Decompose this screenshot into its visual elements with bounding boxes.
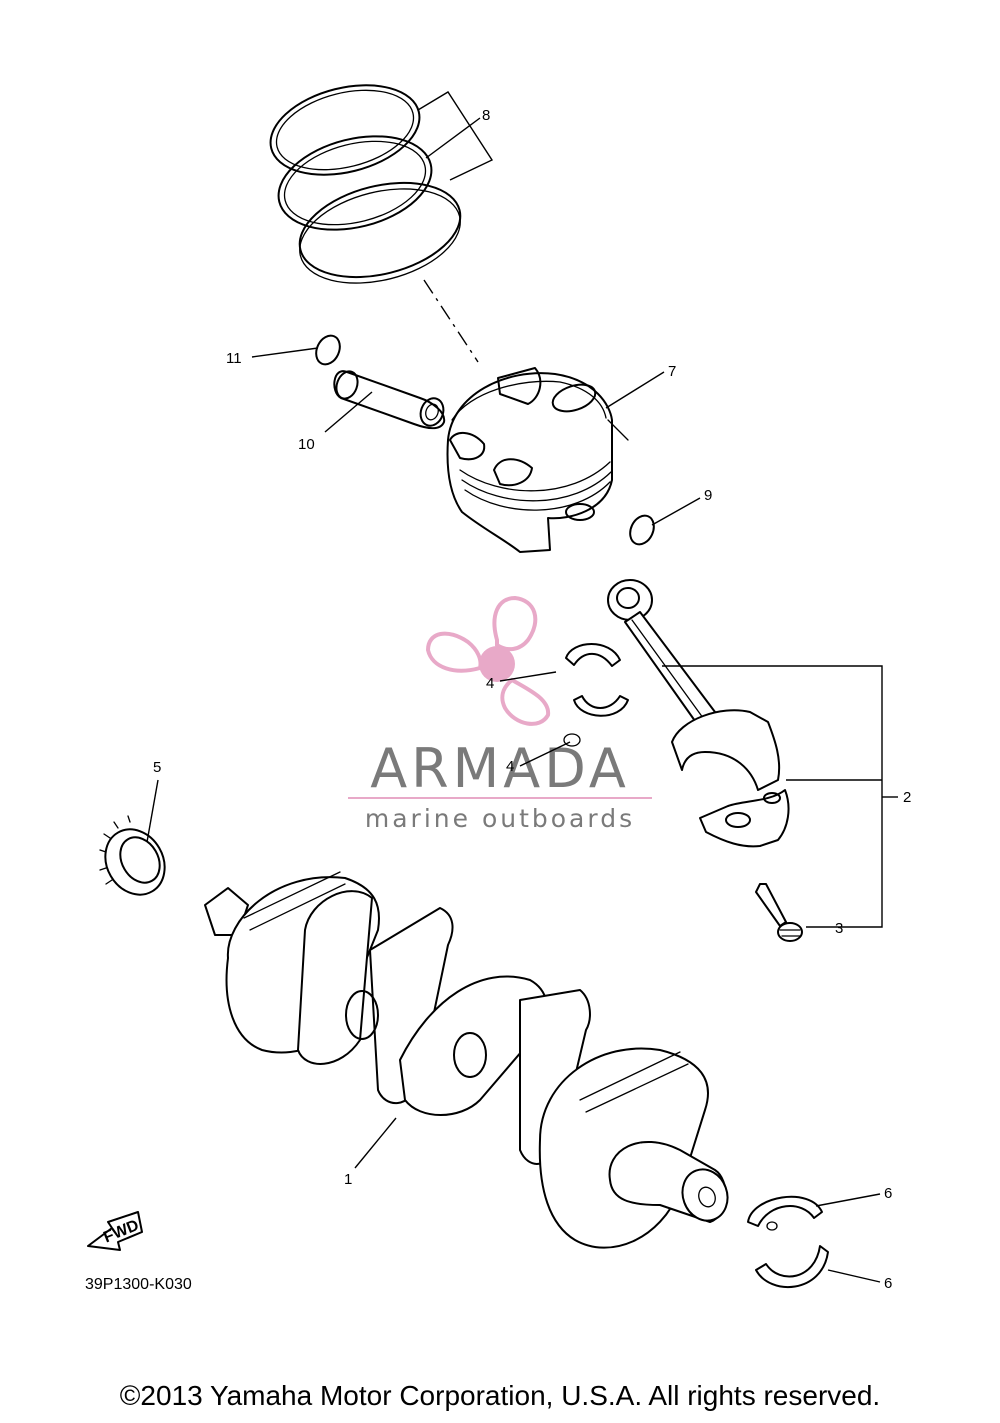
crankshaft-drawing: [204, 871, 729, 1249]
propeller-logo-icon: [425, 595, 551, 726]
callout-6b: 6: [884, 1275, 892, 1292]
callout-9: 9: [704, 487, 712, 504]
forward-arrow-icon: FWD: [87, 1211, 143, 1251]
watermark-brand: ARMADA: [370, 737, 630, 800]
watermark-tagline: marine outboards: [365, 804, 635, 833]
callout-labels: 8 7 11 10 9 4 4 5 2 3 1 6 6: [153, 107, 911, 1292]
rod-bolt-drawing: [755, 883, 803, 942]
armada-watermark: ARMADA marine outboards: [348, 595, 652, 833]
callout-4b: 4: [506, 758, 514, 775]
callout-10: 10: [298, 436, 315, 453]
callout-7: 7: [668, 363, 676, 380]
piston-rings-drawing: [269, 84, 462, 284]
assembly-axis-line: [423, 279, 479, 363]
gear-5-drawing: [99, 815, 166, 896]
callout-1: 1: [344, 1171, 352, 1188]
callout-4a: 4: [486, 675, 494, 692]
callout-11: 11: [226, 350, 242, 367]
callout-3: 3: [835, 920, 843, 937]
callout-8: 8: [482, 107, 490, 124]
circlip-11-drawing: [315, 334, 341, 366]
callout-5: 5: [153, 759, 161, 776]
copyright-notice: ©2013 Yamaha Motor Corporation, U.S.A. A…: [120, 1380, 880, 1411]
main-bearings-drawing: [747, 1195, 829, 1289]
callout-6a: 6: [884, 1185, 892, 1202]
connecting-rod-drawing: [607, 579, 790, 848]
circlip-9-drawing: [629, 514, 655, 546]
callout-2: 2: [903, 789, 911, 806]
big-end-bearings-drawing: [563, 643, 629, 747]
piston-drawing: [446, 367, 629, 553]
piston-pin-drawing: [333, 370, 446, 430]
leader-lines: [146, 91, 898, 1283]
diagram-code: 39P1300-K030: [85, 1276, 192, 1293]
